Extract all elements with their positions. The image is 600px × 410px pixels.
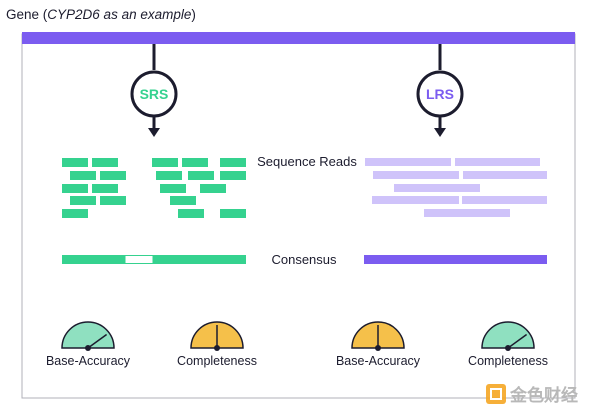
watermark-logo [486, 384, 506, 404]
short-read [220, 158, 246, 167]
long-reads [365, 158, 547, 217]
short-read [152, 158, 178, 167]
gauge-label: Completeness [468, 354, 548, 368]
short-read [62, 158, 88, 167]
short-read [100, 171, 126, 180]
watermark-text: 金色财经 [509, 385, 578, 405]
sequence-reads-label: Sequence Reads [257, 154, 357, 169]
short-read [62, 209, 88, 218]
long-read [373, 171, 459, 179]
long-read [455, 158, 540, 166]
srs-consensus-bar [62, 255, 246, 264]
lrs-consensus-bar [364, 255, 547, 264]
gauges: Base-Accuracy Completeness Base-Accuracy Co… [46, 321, 548, 368]
short-read [178, 209, 204, 218]
gauge: Completeness [177, 321, 257, 368]
gauge-dial [61, 321, 115, 349]
short-read [70, 196, 96, 205]
gauge-hub [375, 345, 381, 351]
short-read [220, 209, 246, 218]
short-read [200, 184, 226, 193]
long-read [463, 171, 547, 179]
short-reads [62, 158, 246, 218]
gauge-label: Base-Accuracy [46, 354, 131, 368]
gauge-hub [214, 345, 220, 351]
short-read [156, 171, 182, 180]
long-read [365, 158, 451, 166]
long-read [394, 184, 480, 192]
short-read [220, 171, 246, 180]
gauge: Completeness [468, 321, 548, 368]
short-read [100, 196, 126, 205]
srs-label: SRS [140, 86, 169, 102]
gauge: Base-Accuracy [336, 321, 421, 368]
gauge-hub [505, 345, 511, 351]
srs-arrow [130, 44, 178, 137]
long-read [462, 196, 547, 204]
long-read [372, 196, 459, 204]
gauge-hub [85, 345, 91, 351]
lrs-label: LRS [426, 86, 454, 102]
consensus-label: Consensus [271, 252, 337, 267]
short-read [62, 184, 88, 193]
page-title: Gene (CYP2D6 as an example) [6, 7, 196, 22]
short-read [182, 158, 208, 167]
gauge-label: Base-Accuracy [336, 354, 421, 368]
short-read [170, 196, 196, 205]
long-read [424, 209, 510, 217]
gauge-needle [507, 333, 528, 349]
short-read [188, 171, 214, 180]
short-read [92, 158, 118, 167]
lrs-arrow [416, 44, 464, 137]
short-read [92, 184, 118, 193]
short-read [160, 184, 186, 193]
gauge-dial [481, 321, 535, 349]
gene-bar [22, 32, 575, 44]
gauge: Base-Accuracy [46, 321, 131, 368]
gauge-label: Completeness [177, 354, 257, 368]
short-read [70, 171, 96, 180]
gauge-needle [87, 333, 108, 349]
